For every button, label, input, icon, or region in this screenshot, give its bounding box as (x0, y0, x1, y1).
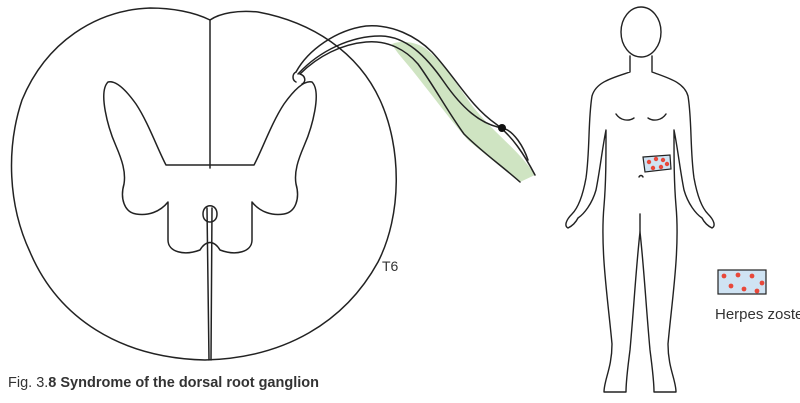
chest-lines (616, 114, 666, 120)
navel (639, 176, 643, 178)
legend-label: Herpes zoster (715, 306, 800, 323)
central-canal (203, 206, 217, 222)
ganglion-cell-body (498, 124, 506, 132)
legend-dot (722, 274, 727, 279)
spinal-cord-outline (12, 8, 397, 360)
rash-dot (647, 160, 651, 164)
legend-dot (755, 289, 760, 294)
legend-dot (729, 284, 734, 289)
caption-prefix: Fig. 3. (8, 375, 48, 391)
human-figure (566, 7, 714, 392)
rash-dot (661, 158, 665, 162)
segment-label: T6 (382, 258, 399, 274)
figure-caption: Fig. 3.8 Syndrome of the dorsal root gan… (8, 375, 319, 391)
anterior-median-fissure (207, 208, 212, 360)
rash-dot (665, 162, 669, 166)
spinal-cord-cross-section (12, 8, 397, 360)
legend-dot (750, 274, 755, 279)
rash-dot (659, 165, 663, 169)
legend-dot (760, 281, 765, 286)
dorsal-root-ganglion-highlight (392, 42, 535, 182)
dermatome-band (643, 155, 671, 172)
head-outline (621, 7, 661, 57)
caption-title: 8 Syndrome of the dorsal root ganglion (48, 375, 319, 391)
legend-dot (742, 287, 747, 292)
legend-dot (736, 273, 741, 278)
legend: Herpes zoster (715, 270, 800, 323)
rash-dot (651, 166, 655, 170)
rash-dot (654, 157, 658, 161)
dorsal-root (293, 26, 535, 182)
